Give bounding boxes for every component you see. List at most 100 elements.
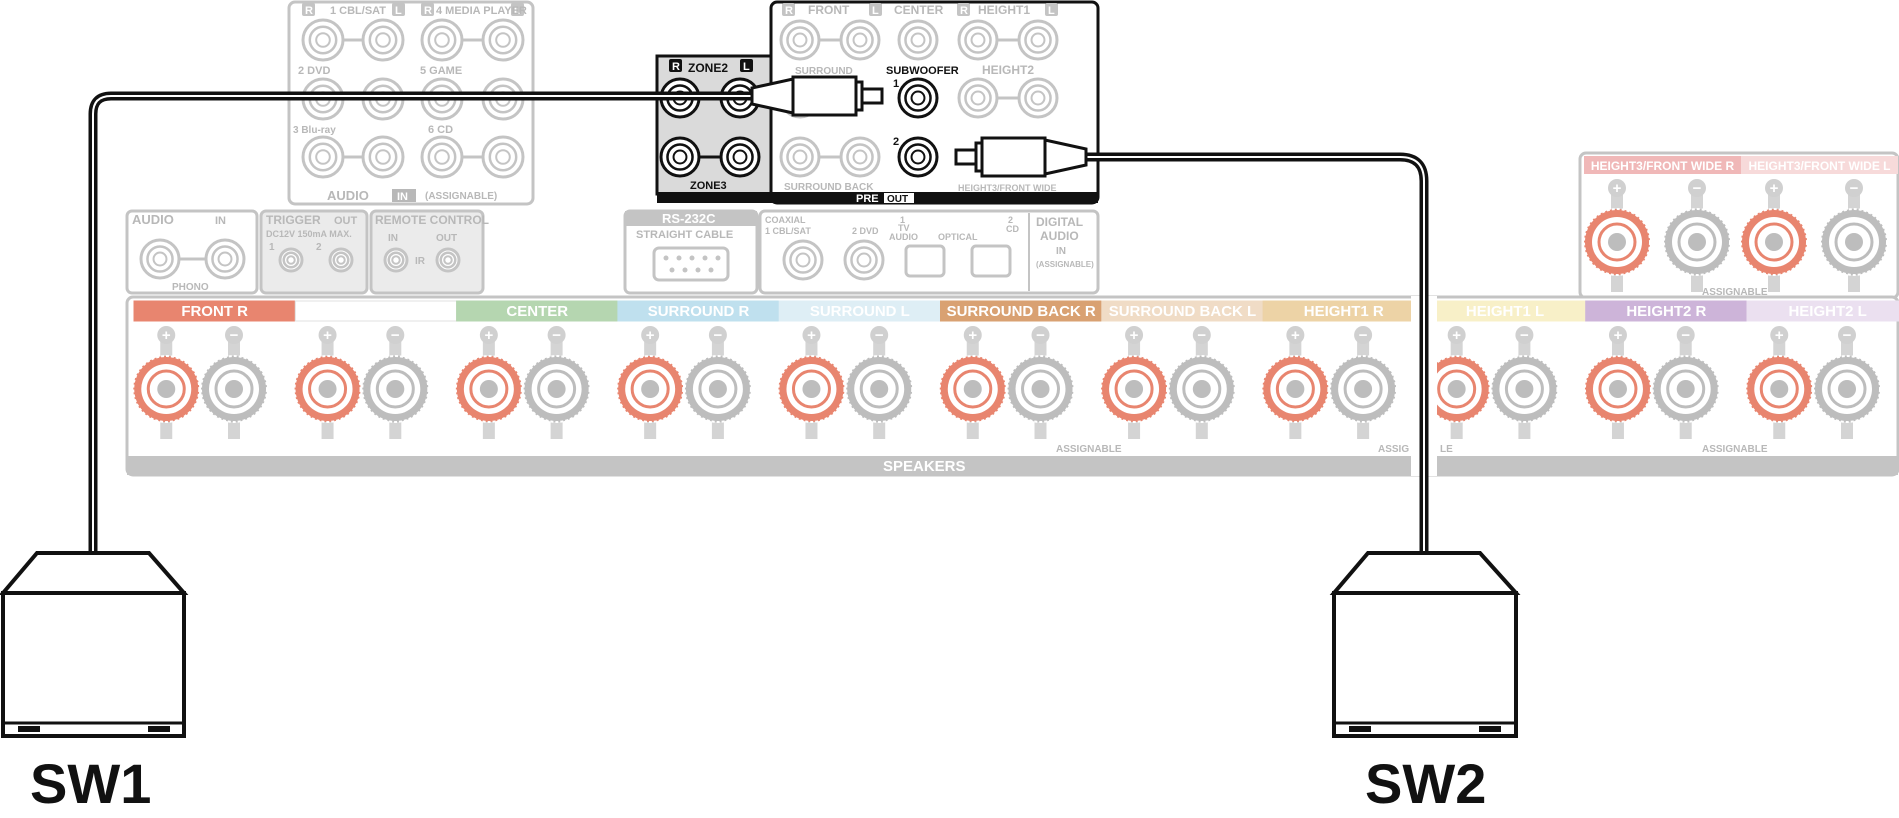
rca-plug-2 [954, 136, 1088, 178]
trigger-1: 1 [269, 242, 275, 253]
rca-plug-1 [750, 75, 884, 117]
audio-in-l-badge-bg [511, 3, 524, 16]
speaker-terminal-5-plus-post-bottom [966, 417, 979, 439]
subwoofer-1-jack [897, 77, 939, 119]
digital-badge: IN [1056, 246, 1066, 257]
height3-terminal-0-plus-hole [1608, 233, 1626, 251]
remote-in: IN [388, 233, 398, 244]
speaker-terminal-1-minus-hole [386, 380, 405, 398]
speaker-band-10 [1746, 300, 1899, 322]
remote-in-jack [383, 247, 409, 273]
speaker-terminal-0-minus-sign-bg [225, 326, 244, 344]
speaker-band-label-2: CENTER [506, 303, 568, 320]
speaker-terminal-9-plus-hole [1608, 380, 1627, 398]
height3-terminal-1-minus-post-bottom [1848, 270, 1860, 292]
height3-band-label-1: HEIGHT3/FRONT WIDE L [1749, 159, 1891, 173]
speaker-terminal-8-plus-sign-bg [1447, 326, 1466, 344]
height3-terminal-1-minus-hole [1845, 233, 1863, 251]
zone3-pair-left [659, 136, 701, 178]
height3-band-label-0: HEIGHT3/FRONT WIDE R [1591, 159, 1735, 173]
speaker-terminal-0-minus-hole [225, 380, 244, 398]
rs232-pin [689, 255, 695, 261]
speaker-terminal-3-minus-hole [708, 380, 727, 398]
height3-terminal-1-plus-post-bottom [1768, 270, 1780, 292]
height3-terminal-1-plus: + [1740, 179, 1808, 292]
speaker-band-label-4: SURROUND L [810, 303, 910, 320]
speaker-terminal-10-plus-hole [1770, 380, 1789, 398]
preout-height-l-bg [1045, 3, 1058, 16]
preout-label-height2: HEIGHT2 [982, 63, 1034, 77]
speakers-footer: SPEAKERS [883, 458, 966, 475]
speakers-assignable-3: ASSIGNABLE [1702, 444, 1768, 455]
speaker-terminal-4-plus-post-bottom [805, 417, 818, 439]
audio-in-r2-badge-bg [421, 3, 434, 16]
preout-surround-back-pair-right [839, 136, 881, 178]
speaker-terminal-1-minus: − [361, 326, 430, 439]
preout-height2-pair-left [957, 77, 999, 119]
speaker-terminal-6-minus-hole [1192, 380, 1211, 398]
height3-terminal-0-minus: − [1663, 179, 1731, 292]
digital-tv-1: 1 [900, 215, 905, 225]
coaxial-2-jack [843, 239, 885, 281]
sw2-foot-left [1349, 726, 1371, 732]
speaker-terminal-2-plus: + [454, 326, 523, 439]
speaker-terminal-8-plus-post-bottom [1450, 417, 1463, 439]
remote-out-jack [435, 247, 461, 273]
speaker-terminal-5-plus-sign: + [968, 327, 977, 344]
speaker-terminal-1-minus-sign-bg [386, 326, 405, 344]
height3-band-0 [1584, 156, 1741, 174]
height3-terminal-0-plus-post-bottom [1611, 270, 1623, 292]
speaker-terminal-5-plus: + [938, 326, 1007, 439]
speaker-terminal-0-plus-post-bottom [160, 417, 173, 439]
cables [88, 75, 1429, 553]
speaker-terminal-8-plus: + [1422, 326, 1491, 439]
trigger-2: 2 [316, 242, 322, 253]
phono-pair-left [139, 238, 181, 280]
height3-terminal-0-minus-sign: − [1693, 180, 1702, 197]
sw2-label: SW2 [1365, 752, 1486, 815]
phono-pair-right [204, 238, 246, 280]
speaker-band-label-7: HEIGHT1 R [1304, 303, 1384, 320]
rs232-title-bar [625, 211, 757, 226]
trigger-spec: DC12V 150mA MAX. [266, 229, 352, 239]
speaker-terminal-10-minus-sign: − [1843, 327, 1852, 344]
audio-in-row0-b-left [420, 18, 464, 62]
remote-out: OUT [436, 233, 457, 244]
speaker-terminal-8-minus: − [1490, 326, 1559, 439]
audio-in-badge: IN [397, 191, 408, 203]
preout-label-height1: HEIGHT1 [978, 3, 1030, 17]
speaker-terminal-7-minus-hole [1354, 380, 1373, 398]
preout-surround-back-pair-left [779, 136, 821, 178]
speaker-terminal-4-plus-hole [802, 380, 821, 398]
speaker-terminal-7-plus-sign-bg [1286, 326, 1305, 344]
rs232-port [652, 246, 730, 282]
height3-band-1 [1741, 156, 1898, 174]
height3-bands: HEIGHT3/FRONT WIDE R+−HEIGHT3/FRONT WIDE… [1583, 156, 1898, 292]
speaker-band-label-10: HEIGHT2 L [1788, 303, 1866, 320]
height3-terminal-0-minus-hole [1688, 233, 1706, 251]
speaker-terminal-2-plus-hole [479, 380, 498, 398]
speaker-band-label-1: FRONT L [343, 303, 408, 320]
zone2-r-badge-bg [669, 59, 682, 72]
audio-in-label-media-player: 4 MEDIA PLAYER [436, 5, 527, 17]
sw1-body [1, 591, 186, 738]
speaker-terminal-0-minus-sign: − [230, 327, 239, 344]
height3-terminal-1-minus: − [1820, 179, 1888, 292]
preout-front-r: R [785, 5, 793, 17]
coaxial-1-jack [782, 239, 824, 281]
mid-jacks [139, 238, 1012, 281]
speaker-terminal-0-plus-hole [157, 380, 176, 398]
speaker-terminal-10-minus: − [1813, 326, 1882, 439]
audio-in-row2-b-left [420, 135, 464, 179]
speaker-terminal-5-plus-sign-bg [963, 326, 982, 344]
speaker-terminal-7-plus-hole [1286, 380, 1305, 398]
speaker-terminal-6-plus-sign: + [1130, 327, 1139, 344]
speaker-terminal-1-plus-sign-bg [318, 326, 337, 344]
speaker-terminal-8-minus-hole [1515, 380, 1534, 398]
speaker-terminal-0-plus-sign-bg [157, 326, 176, 344]
speaker-terminal-6-plus-hole [1125, 380, 1144, 398]
speaker-band-label-8: HEIGHT1 L [1466, 303, 1544, 320]
speaker-terminal-9-minus-hole [1676, 380, 1695, 398]
